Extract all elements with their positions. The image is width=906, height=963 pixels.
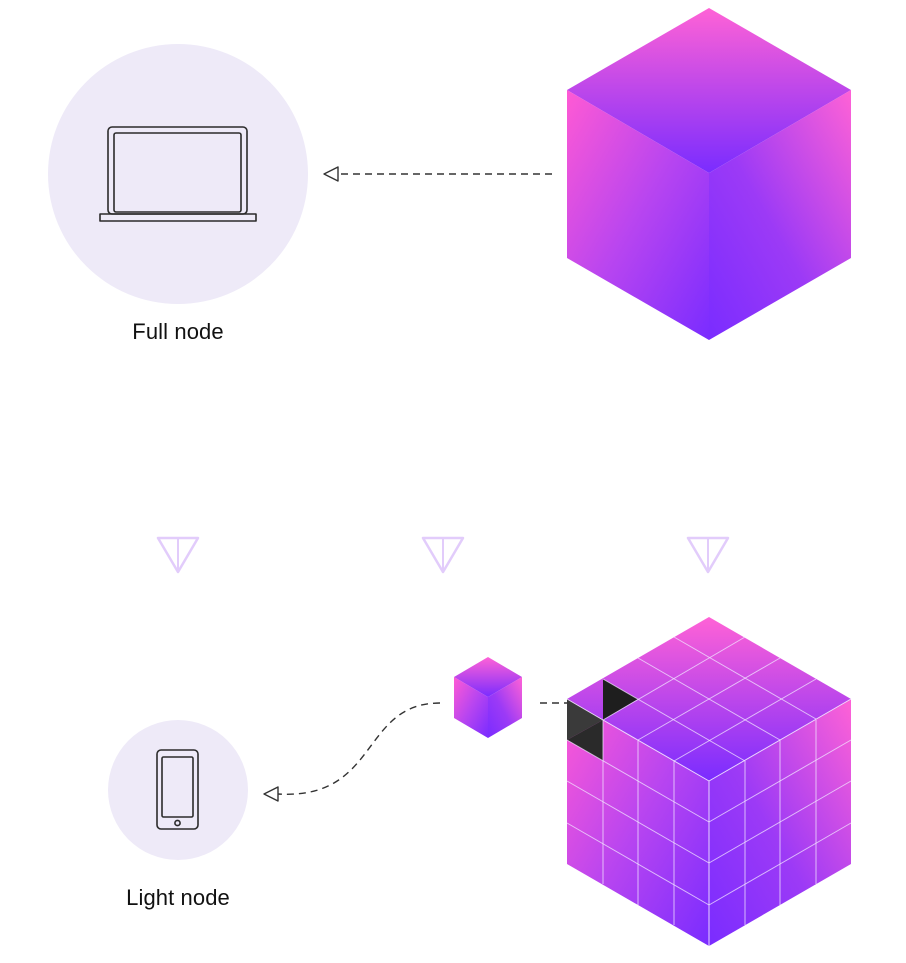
full-block-cube — [567, 8, 851, 340]
laptop-icon — [99, 126, 257, 222]
flow-arrow-right — [686, 437, 730, 574]
smartphone-icon — [156, 749, 199, 830]
sample-cube — [454, 657, 522, 738]
light-node-circle — [108, 720, 248, 860]
full-node-dashed-arrow — [323, 166, 552, 182]
flow-arrow-left — [156, 437, 200, 574]
erasure-coded-block-cube — [566, 617, 852, 946]
full-node-label: Full node — [132, 319, 224, 344]
light-node-label: Light node — [126, 885, 230, 910]
flow-arrow-middle — [421, 437, 465, 574]
light-node-dashed-arrow — [263, 702, 441, 802]
full-node-circle — [48, 44, 308, 304]
